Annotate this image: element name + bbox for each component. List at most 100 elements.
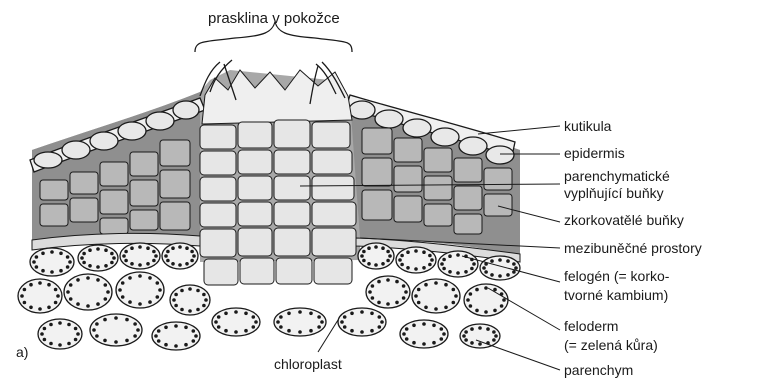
chloroplast-dot — [276, 320, 280, 324]
chloroplast-dot — [118, 288, 122, 292]
chloroplast-dot — [464, 270, 468, 274]
chloroplast-dot — [512, 270, 516, 274]
label-feloderm-2: (= zelená kůra) — [564, 337, 658, 354]
chloroplast-dot — [422, 250, 426, 254]
chloroplast-dot — [244, 329, 248, 333]
chloroplast-dot — [464, 330, 468, 334]
chloroplast-dot — [96, 247, 100, 251]
chloroplast-dot — [190, 250, 194, 254]
chloroplast-dot — [478, 326, 482, 330]
chloroplast-dot — [188, 287, 192, 291]
chloroplast-dot — [104, 297, 108, 301]
chloroplast-dot — [405, 337, 409, 341]
chloroplast-dot — [430, 258, 434, 262]
chloroplast-dot — [20, 294, 24, 298]
chloroplast-dot — [362, 259, 366, 263]
chloroplast-dot — [475, 288, 479, 292]
chloroplast-dot — [424, 283, 428, 287]
chloroplast-dot — [454, 294, 458, 298]
chloroplast-dot — [414, 249, 418, 253]
chloroplast-dot — [66, 265, 70, 269]
chloroplast-dot — [404, 290, 408, 294]
chloroplast-dot — [196, 308, 200, 312]
chloroplast-dot — [360, 330, 364, 334]
chloroplast-dot — [133, 334, 137, 338]
chloroplast-dot — [49, 342, 53, 346]
chloroplast-dot — [440, 262, 444, 266]
chloroplast-dot — [434, 281, 438, 285]
chloroplast-dot — [298, 330, 302, 334]
chloroplast-dot — [298, 310, 302, 314]
chloroplast-dot — [148, 300, 152, 304]
label-felogen-1: felogén (= korko- — [564, 268, 669, 285]
chloroplast-dot — [125, 339, 129, 343]
chloroplast-dot — [166, 250, 170, 254]
chloroplast-dot — [138, 302, 142, 306]
chloroplast-dot — [279, 325, 283, 329]
chloroplast-dot — [50, 270, 54, 274]
chloroplast-dot — [128, 276, 132, 280]
chloroplast-dot — [130, 262, 134, 266]
chloroplast-dot — [244, 312, 248, 316]
chloroplast-dot — [400, 263, 404, 267]
chloroplast-dot — [417, 301, 421, 305]
chloroplast-dot — [154, 334, 158, 338]
chloroplast-dot — [395, 280, 399, 284]
chloroplast-dot — [66, 255, 70, 259]
chloroplast-dot — [493, 309, 497, 313]
chloroplast-dot — [514, 266, 518, 270]
chloroplast-dot — [67, 323, 71, 327]
chloroplast-dot — [32, 260, 36, 264]
chloroplast-dot — [442, 267, 446, 271]
chloroplast-dot — [174, 304, 178, 308]
chloroplast-dot — [412, 341, 416, 345]
chloroplast-dot — [58, 343, 62, 347]
chloroplast-dot — [381, 262, 385, 266]
chloroplast-dot — [402, 296, 406, 300]
chloroplast-dot — [500, 304, 504, 308]
chloroplast-dot — [386, 302, 390, 306]
chloroplast-dot — [343, 325, 347, 329]
chloroplast-dot — [402, 284, 406, 288]
chloroplast-dot — [224, 329, 228, 333]
chloroplast-dot — [448, 254, 452, 258]
chloroplast-dot — [367, 262, 371, 266]
chloroplast-dot — [192, 329, 196, 333]
chloroplast-dot — [157, 339, 161, 343]
chloroplast-dot — [490, 273, 494, 277]
chloroplast-dot — [466, 298, 470, 302]
chloroplast-dot — [482, 266, 486, 270]
chloroplast-dot — [217, 315, 221, 319]
chloroplast-dot — [49, 323, 53, 327]
chloroplast-dot — [29, 306, 33, 310]
chloroplast-dot — [95, 334, 99, 338]
chloroplast-dot — [185, 246, 189, 250]
chloroplast-dot — [374, 245, 378, 249]
label-epidermis: epidermis — [564, 145, 625, 162]
chloroplast-dot — [164, 254, 168, 258]
top-label: prasklina v pokožce — [208, 10, 340, 27]
chloroplast-dot — [41, 269, 45, 273]
chloroplast-dot — [178, 263, 182, 267]
chloroplast-dot — [492, 330, 496, 334]
chloroplast-dot — [340, 320, 344, 324]
chloroplast-dot — [469, 292, 473, 296]
chloroplast-dot — [58, 321, 62, 325]
label-feloderm-1: feloderm — [564, 318, 618, 335]
chloroplast-dot — [412, 324, 416, 328]
chloroplast-dot — [76, 332, 80, 336]
chloroplast-dot — [114, 340, 118, 344]
chloroplast-dot — [506, 259, 510, 263]
chloroplast-dot — [371, 284, 375, 288]
chloroplast-dot — [69, 297, 73, 301]
chloroplast-dot — [368, 290, 372, 294]
chloroplast-dot — [124, 250, 128, 254]
chloroplast-dot — [172, 298, 176, 302]
chloroplast-dot — [121, 281, 125, 285]
chloroplast-dot — [184, 343, 188, 347]
chloroplast-dot — [279, 315, 283, 319]
chloroplast-dot — [103, 339, 107, 343]
chloroplast-dot — [152, 250, 156, 254]
chloroplast-dot — [472, 262, 476, 266]
chloroplast-dot — [76, 278, 80, 282]
